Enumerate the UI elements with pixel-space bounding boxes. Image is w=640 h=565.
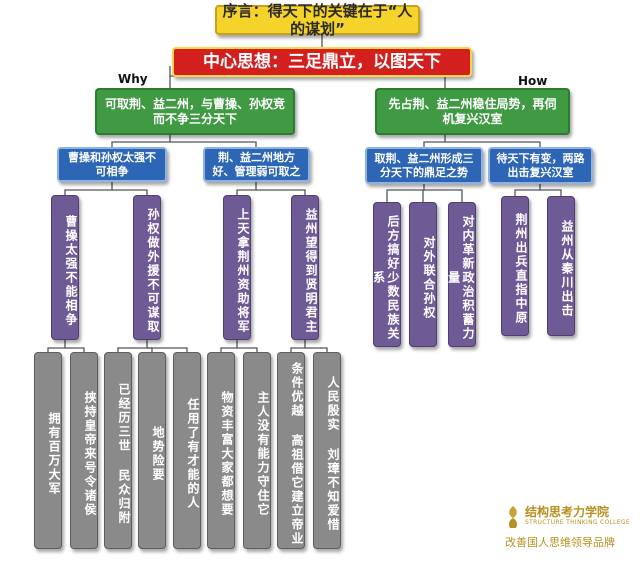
how-step-box-1: 取荆、益二州形成三分天下的鼎足之势	[365, 147, 483, 184]
central-idea-box: 中心思想：三足鼎立，以图天下	[172, 47, 472, 77]
detail-box-5: 任用了有才能的人	[173, 352, 201, 549]
point-box-1: 曹操太强不能相争	[51, 195, 79, 340]
brand-name-cn: 结构思考力学院	[525, 505, 610, 519]
how-point-box-3: 对内革新政治积蓄力量	[447, 202, 476, 347]
detail-box-9: 人民殷实 刘璋不知爱惜	[313, 352, 341, 549]
reason-box-1: 曹操和孙权太强不可相争	[57, 147, 167, 182]
detail-box-2: 挟持皇帝来号令诸侯	[70, 352, 98, 549]
how-point-box-1: 后方搞好少数民族关系	[372, 202, 401, 347]
how-box: 先占荆、益二州稳住局势，再伺机复兴汉室	[375, 88, 570, 135]
how-step-box-2: 待天下有变，两路出击复兴汉室	[488, 147, 593, 184]
how-point-box-2: 对外联合孙权	[409, 202, 437, 347]
detail-box-4: 地势险要	[138, 352, 166, 549]
detail-box-3: 已经历三世 民众归附	[104, 352, 132, 549]
point-box-4: 益州望得到贤明君主	[291, 195, 319, 340]
how-point-box-4: 荆州出兵直指中原	[501, 196, 529, 336]
detail-box-8: 条件优越 高祖借它建立帝业	[277, 352, 305, 549]
detail-box-7: 主人没有能力守住它	[243, 352, 271, 549]
detail-box-6: 物资丰富大家都想要	[207, 352, 235, 549]
why-box: 可取荆、益二州，与曹操、孙权竞而不争三分天下	[95, 88, 295, 135]
why-label: Why	[118, 72, 148, 86]
brand-slogan: 改善国人思维领导品牌	[505, 536, 615, 549]
college-logo-icon	[509, 506, 517, 528]
how-label: How	[518, 74, 548, 88]
brand-name-en: STRUCTURE THINKING COLLEGE	[525, 519, 630, 526]
detail-box-1: 拥有百万大军	[34, 352, 62, 549]
preface-box: 序言：得天下的关键在于“人的谋划”	[215, 2, 420, 38]
point-box-3: 上天拿荆州资助将军	[223, 195, 251, 340]
point-box-2: 孙权做外援不可谋取	[133, 195, 161, 340]
reason-box-2: 荆、益二州地方好、管理弱可取之	[203, 147, 310, 182]
how-point-box-5: 益州从秦川出击	[547, 196, 575, 336]
